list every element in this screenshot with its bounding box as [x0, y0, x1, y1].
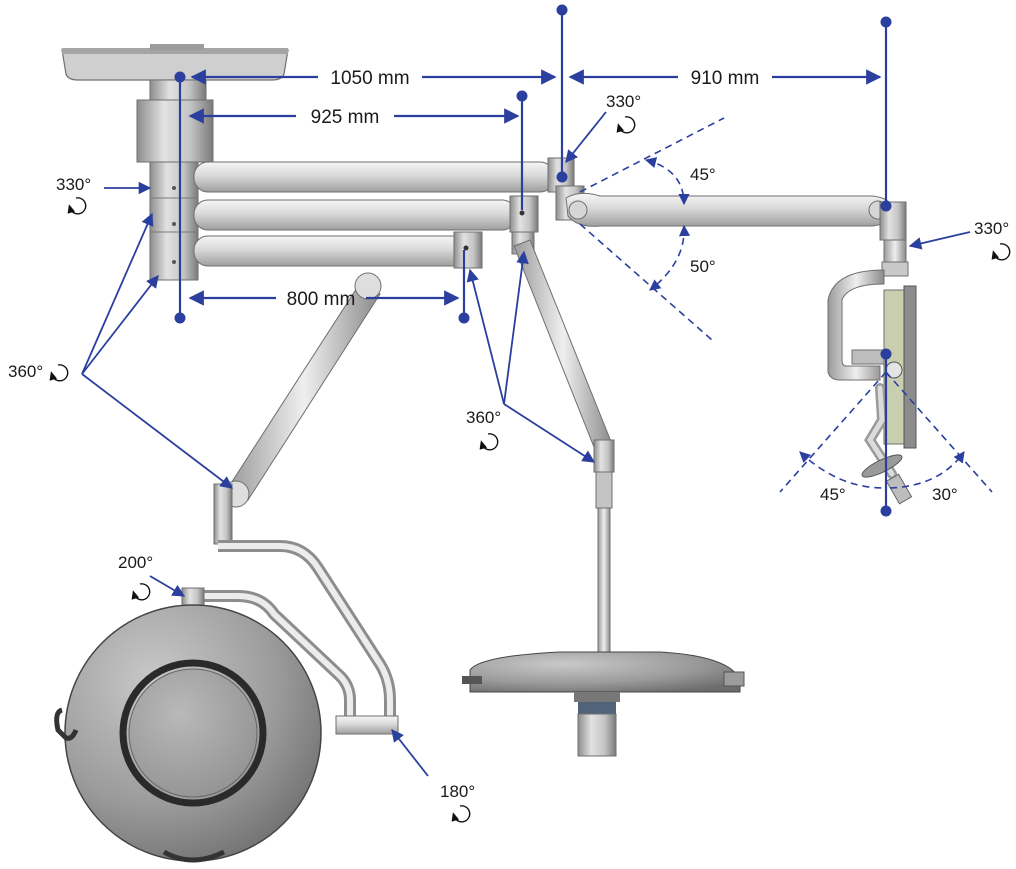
- rotation-hub-360-label: 360°: [8, 362, 43, 381]
- swing-up-angle: 45°: [690, 165, 716, 184]
- dimension-910: 910 mm: [556, 4, 892, 212]
- rotation-lower-joint: 180°: [391, 729, 475, 823]
- rotation-elbow-360: 360°: [466, 250, 596, 463]
- dimension-925-label: 925 mm: [311, 107, 380, 128]
- lower-extension-arm: [193, 231, 483, 269]
- tilt-right-angle: 30°: [932, 485, 958, 504]
- left-lamp-arm: [181, 272, 399, 735]
- tilt-left-angle: 45°: [820, 485, 846, 504]
- rotation-left-hub-label: 330°: [56, 175, 91, 194]
- dimension-1050-label: 1050 mm: [330, 68, 409, 89]
- ceiling-mount: [61, 44, 289, 101]
- dimension-925: 925 mm: [188, 90, 528, 210]
- swing-down-angle: 50°: [690, 257, 716, 276]
- center-lamp-arm: [511, 231, 615, 687]
- monitor-vertical-axis: [880, 348, 892, 517]
- rotation-right-joint: 330°: [908, 219, 1011, 261]
- rotation-elbow-360-label: 360°: [466, 408, 501, 427]
- rotation-left-hub: 330°: [56, 175, 152, 215]
- upper-extension-arm: [193, 157, 575, 193]
- middle-extension-arm: [193, 195, 539, 233]
- dimension-910-label: 910 mm: [691, 68, 760, 89]
- dimension-1050: 1050 mm: [174, 68, 557, 324]
- monitor-bracket: [827, 269, 893, 381]
- dimension-800: 800 mm: [188, 250, 470, 324]
- rotation-lower-joint-label: 180°: [440, 782, 475, 801]
- rotation-right-joint-label: 330°: [974, 219, 1009, 238]
- dimension-800-label: 800 mm: [287, 289, 356, 310]
- tilt-angle-lines: 45° 30°: [779, 371, 993, 504]
- left-lamp-head: [54, 604, 322, 863]
- monitor-spring-arm: [555, 185, 909, 277]
- rotation-lamp-head-label: 200°: [118, 553, 153, 572]
- rotation-lamp-head: 200°: [118, 553, 186, 601]
- rotation-hub-360: 360°: [8, 212, 234, 489]
- swing-angle-lines: 45° 50°: [579, 117, 725, 341]
- rotation-top-joint: 330°: [565, 92, 641, 163]
- rotation-top-joint-label: 330°: [606, 92, 641, 111]
- monitor-screen: [861, 285, 917, 505]
- center-lamp-head: [462, 651, 745, 757]
